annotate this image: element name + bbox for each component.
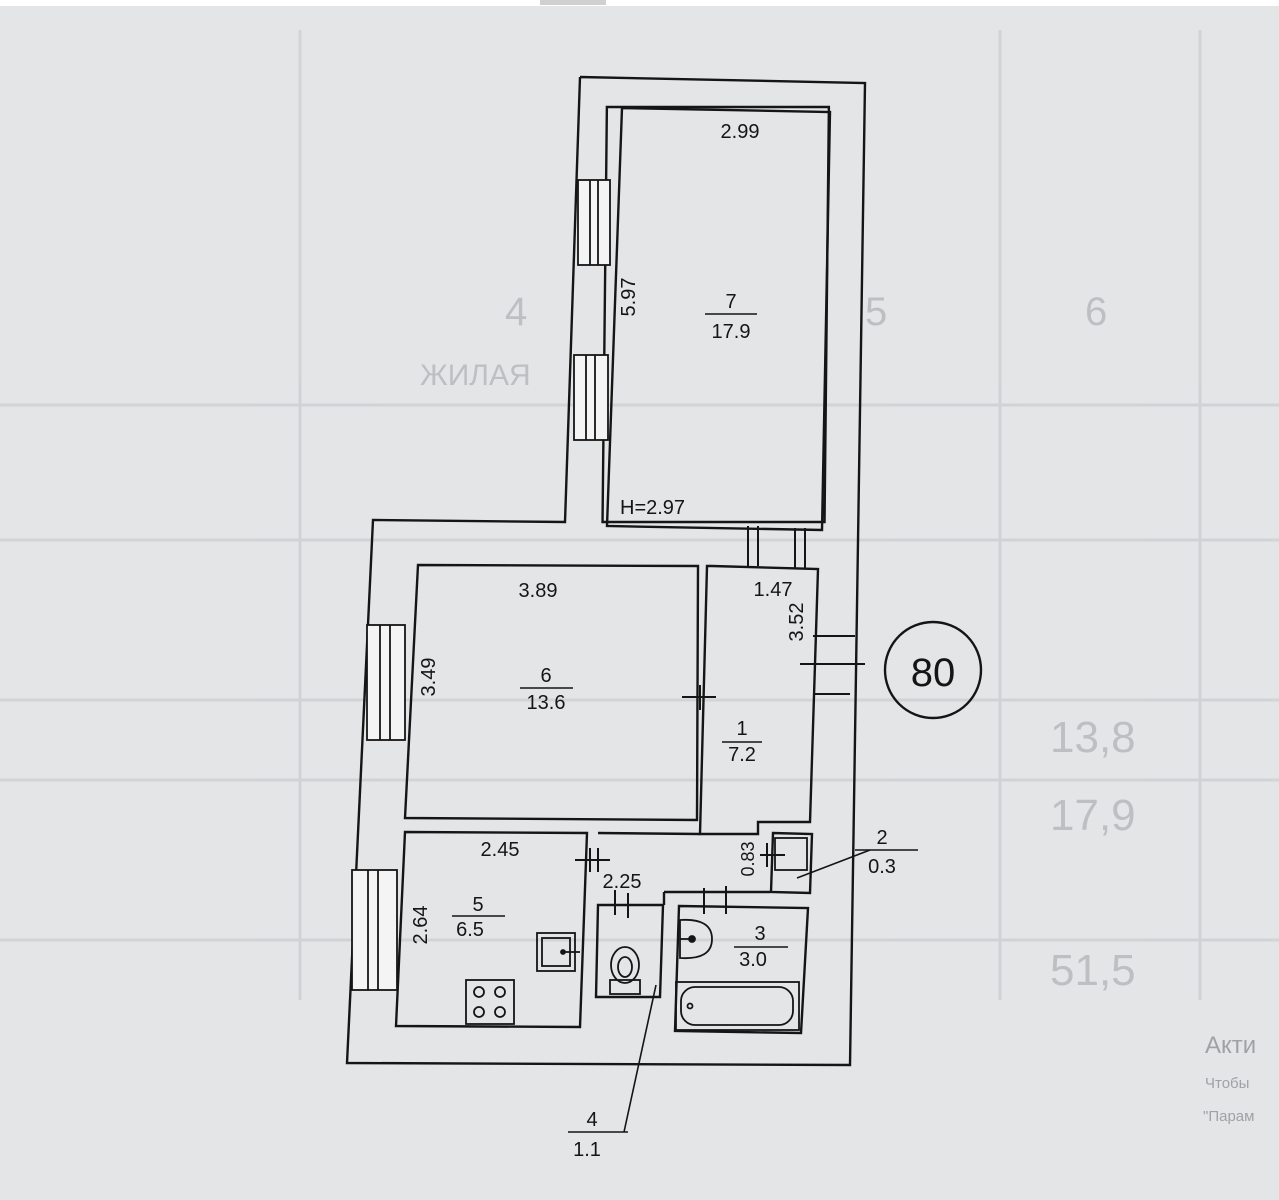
room-4-number: 4 [586,1109,597,1131]
entrance-door [800,635,865,695]
room-3-area: 3.0 [739,949,767,971]
room-2-length: 0.83 [738,841,758,876]
ceiling-height: H=2.97 [620,497,685,519]
room-7-number: 7 [725,291,736,313]
room-7-width: 2.99 [721,121,760,143]
room-2-area: 0.3 [868,856,896,878]
room-1-area: 7.2 [728,744,756,766]
toilet-icon [609,946,641,995]
top-edge-tab [540,0,606,5]
room-2-outline [769,831,814,895]
room-5-length: 2.64 [410,906,432,945]
door-room4 [614,890,629,918]
room-5-area: 6.5 [456,919,484,941]
door-room6 [682,685,716,710]
apartment-number: 80 [911,651,956,695]
doors [575,526,865,918]
room-6-outline [403,563,700,822]
top-edge [0,0,1279,6]
ghost-row-6: 6 [1085,290,1107,334]
watermark-line-2: Чтобы [1205,1075,1249,1092]
walls [345,75,867,1067]
background-ghost-table [0,30,1279,1000]
window-room7-a [577,179,611,266]
room-1-number: 1 [736,718,747,740]
background-ghost-text: 4 5 6 ЖИЛАЯ 13,8 17,9 51,5 [420,290,1136,995]
door-room3 [703,886,727,914]
room-6-width: 3.89 [519,580,558,602]
room-5-number: 5 [472,894,483,916]
fraction-bars [452,313,788,948]
leader-lines [568,849,918,1133]
room-7-outline [605,106,832,532]
ghost-row-5: 5 [865,290,887,334]
room-4-leader [623,984,657,1133]
watermark-line-3: "Парам [1203,1108,1254,1125]
ghost-value-2: 17,9 [1050,791,1136,840]
corridor-line [597,831,701,836]
room-3-number: 3 [754,923,765,945]
washbasin-icon [679,918,713,960]
bathtub-icon [675,981,800,1031]
room-7-length: 5.97 [618,278,640,317]
room-1-width: 1.47 [754,579,793,601]
room-6-area: 13.6 [527,692,566,714]
room-5-outline [394,830,589,1029]
labels: 2.99 5.97 7 17.9 H=2.97 3.89 3.49 6 13.6… [410,121,896,1161]
room-6-length: 3.49 [418,658,440,697]
ghost-value-3: 51,5 [1050,946,1136,995]
stove-icon [465,979,515,1025]
window-room6 [366,624,406,741]
door-room2 [760,843,785,867]
fixtures [465,837,808,1031]
room-4-width: 2.25 [603,871,642,893]
windows [351,179,611,991]
apartment-number-badge: 80 [883,620,983,720]
activation-watermark: Акти Чтобы "Парам [1203,1032,1256,1125]
room-2-number: 2 [876,827,887,849]
room-4-area: 1.1 [573,1139,601,1161]
ghost-label: ЖИЛАЯ [420,359,531,392]
outer-wall [345,75,867,1067]
kitchen-sink-icon [536,932,580,972]
window-room7-b [573,354,609,441]
watermark-line-1: Акти [1205,1032,1256,1059]
room-2-leader [796,849,871,879]
room-6-number: 6 [540,665,551,687]
room-7-area: 17.9 [712,321,751,343]
room-5-width: 2.45 [481,839,520,861]
door-room5 [575,848,610,872]
window-room5 [351,869,398,991]
room-1-length: 3.52 [786,603,808,642]
ghost-row-4: 4 [505,290,527,334]
door-room7 [747,526,806,568]
room-1-outline [698,564,820,836]
room-4-outline [594,903,665,999]
room2-fixture [774,837,808,871]
ghost-value-1: 13,8 [1050,713,1136,762]
